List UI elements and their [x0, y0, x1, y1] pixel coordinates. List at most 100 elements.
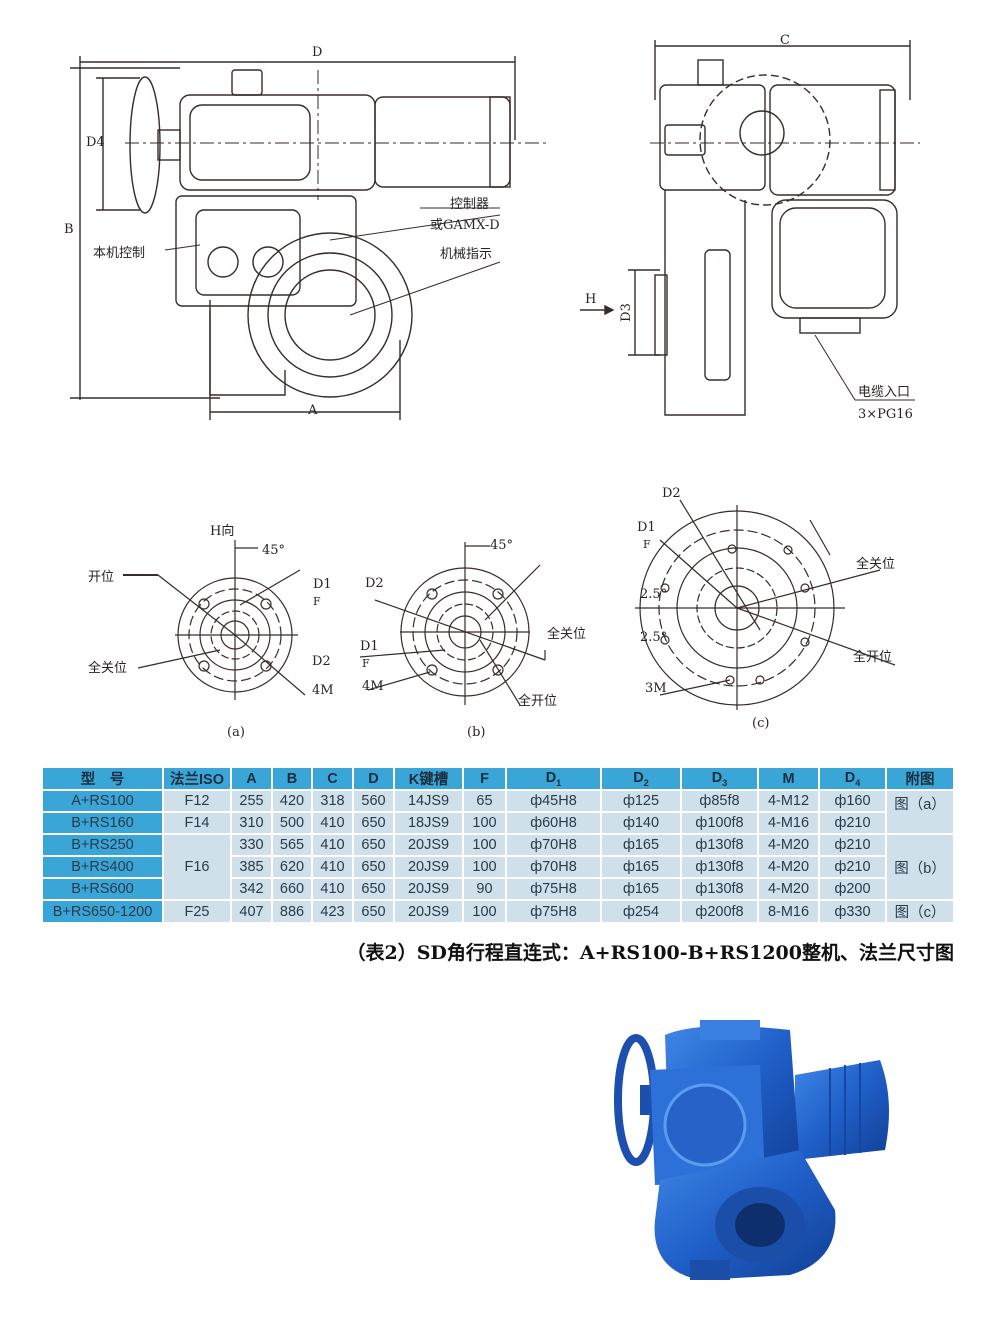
cell-a: 310	[230, 811, 273, 835]
cell-d2: ф165	[600, 877, 682, 901]
cell-flange: F12	[162, 789, 232, 813]
cell-d4: ф160	[818, 789, 887, 813]
header-m: M	[757, 766, 820, 791]
flange-a-hdir: H向	[210, 524, 235, 539]
table-header-row: 型 号 法兰ISO A B C D K键槽 F D1 D2 D3 M D4 附图	[41, 766, 955, 791]
cell-m: 4-M20	[757, 833, 820, 857]
cell-k: 18JS9	[393, 811, 464, 835]
cell-d: 650	[352, 899, 395, 924]
flange-c-closed: 全关位	[856, 557, 896, 572]
cell-model: A+RS100	[41, 789, 164, 813]
flange-b-f: F	[362, 657, 370, 670]
cell-d3: ф130f8	[680, 833, 759, 857]
cell-m: 4-M20	[757, 877, 820, 901]
cell-d4: ф210	[818, 833, 887, 857]
cell-figure: 图（c）	[885, 899, 955, 924]
cell-f: 90	[462, 877, 507, 901]
flange-c	[635, 499, 896, 710]
cell-d2: ф125	[600, 789, 682, 813]
table-row: B+RS650-1200 F25 407 886 423 650 20JS9 1…	[41, 899, 955, 924]
cell-d1: ф70H8	[505, 833, 602, 857]
cell-c: 410	[311, 855, 354, 879]
cell-f: 100	[462, 833, 507, 857]
cell-f: 65	[462, 789, 507, 813]
cell-m: 4-M12	[757, 789, 820, 813]
cell-d4: ф200	[818, 877, 887, 901]
cell-d3: ф200f8	[680, 899, 759, 924]
cell-k: 20JS9	[393, 833, 464, 857]
flange-c-angle1: 2.5°	[640, 587, 668, 602]
table-row: B+RS250 F16 330 565 410 650 20JS9 100 ф7…	[41, 833, 955, 901]
cell-d2: ф140	[600, 811, 682, 835]
cell-model: B+RS160	[41, 811, 164, 835]
flange-c-d2: D2	[662, 486, 681, 501]
flange-b-angle: 45°	[490, 538, 514, 553]
header-a: A	[230, 766, 273, 791]
actuator-front-drawing	[70, 56, 550, 420]
cell-d3: ф130f8	[680, 855, 759, 879]
flange-a	[123, 540, 306, 700]
header-b: B	[271, 766, 313, 791]
cell-d4: ф210	[818, 811, 887, 835]
dim-h-label: H	[585, 292, 597, 307]
cell-figure: 图（b）	[885, 833, 955, 901]
cell-b: 620	[271, 855, 313, 879]
flange-b-d1: D1	[360, 639, 379, 654]
cable-entry-label: 电缆入口	[858, 385, 911, 400]
flange-a-closed: 全关位	[88, 661, 128, 676]
flange-c-m: 3M	[645, 681, 667, 696]
cell-flange: F25	[162, 899, 232, 924]
cell-k: 20JS9	[393, 877, 464, 901]
cell-b: 565	[271, 833, 313, 857]
cell-b: 886	[271, 899, 313, 924]
cell-b: 500	[271, 811, 313, 835]
flange-drawings	[123, 499, 896, 710]
cell-f: 100	[462, 855, 507, 879]
header-figure: 附图	[885, 766, 955, 791]
flange-c-d1: D1	[637, 520, 656, 535]
controller-label: 控制器	[450, 197, 490, 212]
cell-c: 423	[311, 899, 354, 924]
header-f: F	[462, 766, 507, 791]
flange-a-d1: D1	[313, 577, 332, 592]
indicator-label: 机械指示	[440, 247, 493, 262]
cell-m: 8-M16	[757, 899, 820, 924]
dim-d-label: D	[312, 45, 323, 60]
flange-a-open: 开位	[88, 570, 115, 585]
flange-b-caption: (b)	[467, 725, 486, 740]
cell-d: 560	[352, 789, 395, 813]
cell-d2: ф165	[600, 855, 682, 879]
dim-c-label: C	[780, 33, 790, 48]
flange-b-d2: D2	[365, 576, 384, 591]
cell-c: 318	[311, 789, 354, 813]
header-c: C	[311, 766, 354, 791]
cell-d4: ф330	[818, 899, 887, 924]
cell-c: 410	[311, 811, 354, 835]
header-d: D	[352, 766, 395, 791]
dim-a-label: A	[308, 403, 318, 418]
flange-a-d2: D2	[312, 654, 331, 669]
cell-c: 410	[311, 877, 354, 901]
cell-model: B+RS650-1200	[41, 899, 164, 924]
cell-d1: ф45H8	[505, 789, 602, 813]
flange-b-closed: 全关位	[547, 627, 587, 642]
flange-b	[359, 542, 546, 706]
flange-c-f: F	[643, 538, 651, 551]
flange-a-caption: (a)	[227, 725, 245, 740]
cell-b: 660	[271, 877, 313, 901]
cell-k: 20JS9	[393, 855, 464, 879]
pg16-label: 3×PG16	[858, 407, 913, 422]
cell-c: 410	[311, 833, 354, 857]
table-row: B+RS400 385 620 410 650 20JS9 100 ф70H8 …	[41, 855, 954, 879]
cell-d: 650	[352, 833, 395, 857]
table-row: B+RS600 342 660 410 650 20JS9 90 ф75H8 ф…	[41, 877, 954, 901]
dim-d4-label: D4	[86, 135, 105, 150]
flange-c-open: 全开位	[853, 650, 893, 665]
cell-d1: ф75H8	[505, 877, 602, 901]
cell-a: 385	[230, 855, 273, 879]
header-k: K键槽	[393, 766, 464, 791]
cell-d2: ф165	[600, 833, 682, 857]
flange-b-m: 4M	[362, 679, 384, 694]
cell-d3: ф100f8	[680, 811, 759, 835]
